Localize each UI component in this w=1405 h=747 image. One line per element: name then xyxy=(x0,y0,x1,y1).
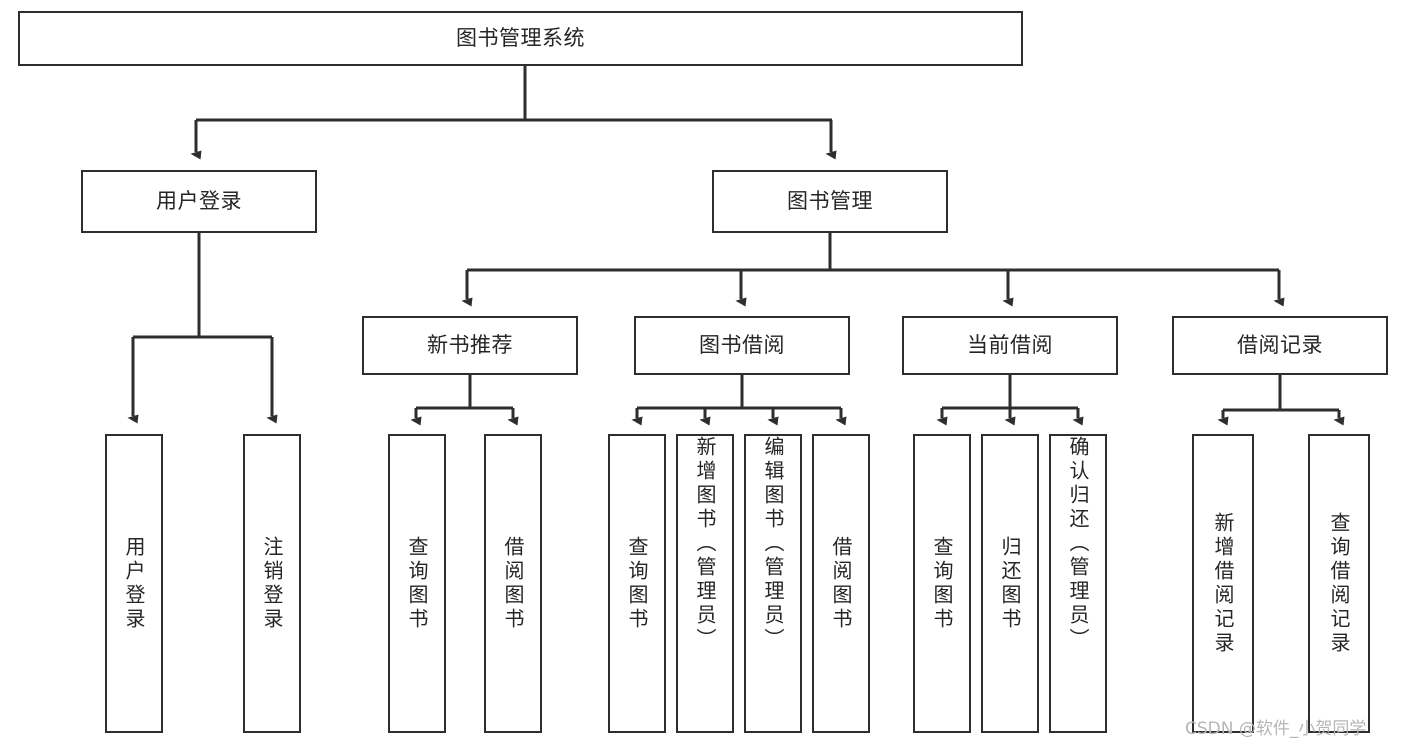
node-root-system[interactable]: 图书管理系统 xyxy=(18,11,1023,66)
node-leaf-query-book-2-label: 查询图书 xyxy=(625,535,649,632)
node-leaf-confirm-return-label: 确认归还（管理员） xyxy=(1066,436,1090,652)
node-leaf-add-borrow-record-label: 新增借阅记录 xyxy=(1211,511,1235,656)
watermark-text: CSDN @软件_小贺同学 xyxy=(1185,719,1367,739)
node-book-borrow[interactable]: 图书借阅 xyxy=(634,316,850,375)
node-borrow-record-label: 借阅记录 xyxy=(1237,333,1323,358)
node-leaf-user-logout-label: 注销登录 xyxy=(260,535,284,632)
node-leaf-add-borrow-record[interactable]: 新增借阅记录 xyxy=(1192,434,1254,733)
node-leaf-borrow-book-1-label: 借阅图书 xyxy=(501,535,525,632)
node-leaf-query-book-2[interactable]: 查询图书 xyxy=(608,434,666,733)
node-current-borrow[interactable]: 当前借阅 xyxy=(902,316,1118,375)
node-leaf-query-borrow-record-label: 查询借阅记录 xyxy=(1327,511,1351,656)
node-new-book-recommend-label: 新书推荐 xyxy=(427,333,513,358)
node-leaf-return-book-label: 归还图书 xyxy=(998,535,1022,632)
node-leaf-add-book-admin-label: 新增图书（管理员） xyxy=(693,436,717,652)
node-user-login[interactable]: 用户登录 xyxy=(81,170,317,233)
node-leaf-user-login-label: 用户登录 xyxy=(122,535,146,632)
node-leaf-borrow-book-1[interactable]: 借阅图书 xyxy=(484,434,542,733)
node-leaf-borrow-book-2-label: 借阅图书 xyxy=(829,535,853,632)
node-book-manage-label: 图书管理 xyxy=(787,189,873,214)
node-borrow-record[interactable]: 借阅记录 xyxy=(1172,316,1388,375)
node-root-label: 图书管理系统 xyxy=(456,26,585,51)
node-leaf-query-book-1-label: 查询图书 xyxy=(405,535,429,632)
node-leaf-query-book-3-label: 查询图书 xyxy=(930,535,954,632)
node-leaf-borrow-book-2[interactable]: 借阅图书 xyxy=(812,434,870,733)
node-leaf-query-borrow-record[interactable]: 查询借阅记录 xyxy=(1308,434,1370,733)
node-leaf-user-login[interactable]: 用户登录 xyxy=(105,434,163,733)
node-leaf-edit-book-admin-label: 编辑图书（管理员） xyxy=(761,436,785,652)
node-leaf-confirm-return[interactable]: 确认归还（管理员） xyxy=(1049,434,1107,733)
node-leaf-query-book-1[interactable]: 查询图书 xyxy=(388,434,446,733)
node-leaf-edit-book-admin[interactable]: 编辑图书（管理员） xyxy=(744,434,802,733)
node-current-borrow-label: 当前借阅 xyxy=(967,333,1053,358)
node-user-login-label: 用户登录 xyxy=(156,189,242,214)
node-leaf-add-book-admin[interactable]: 新增图书（管理员） xyxy=(676,434,734,733)
node-leaf-return-book[interactable]: 归还图书 xyxy=(981,434,1039,733)
node-leaf-user-logout[interactable]: 注销登录 xyxy=(243,434,301,733)
node-book-manage[interactable]: 图书管理 xyxy=(712,170,948,233)
node-leaf-query-book-3[interactable]: 查询图书 xyxy=(913,434,971,733)
node-new-book-recommend[interactable]: 新书推荐 xyxy=(362,316,578,375)
node-book-borrow-label: 图书借阅 xyxy=(699,333,785,358)
